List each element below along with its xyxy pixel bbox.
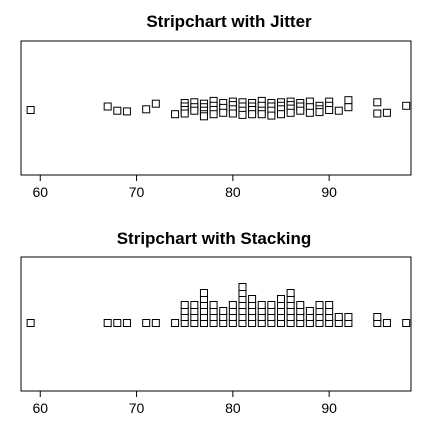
x-ticks: [39, 175, 330, 181]
data-point: [238, 110, 247, 119]
data-point: [248, 110, 257, 119]
data-point: [190, 106, 199, 115]
x-tick-label: 90: [321, 400, 337, 416]
data-point: [267, 301, 276, 309]
data-point: [26, 106, 35, 114]
data-point: [267, 111, 276, 120]
data-point: [257, 110, 266, 119]
data-point: [334, 106, 343, 115]
x-axis: 60 70 80 90: [32, 390, 337, 416]
panel-stacking: Stripchart with Stacking 60 70 80 90: [20, 229, 412, 416]
panel-jitter: Stripchart with Jitter 60 70 80 90: [20, 12, 412, 200]
data-points: [26, 96, 411, 121]
data-points: [26, 283, 411, 327]
x-tick-label: 90: [321, 184, 337, 200]
data-point: [190, 301, 199, 309]
data-point: [103, 102, 112, 111]
chart-title: Stripchart with Stacking: [117, 229, 312, 248]
data-point: [296, 106, 305, 115]
data-point: [171, 110, 180, 119]
data-point: [286, 108, 295, 117]
x-tick-labels: 60 70 80 90: [32, 400, 337, 416]
data-point: [305, 108, 314, 117]
x-tick-label: 70: [129, 184, 145, 200]
data-point: [277, 110, 285, 119]
data-point: [228, 109, 237, 118]
chart-title: Stripchart with Jitter: [146, 12, 312, 31]
data-point: [334, 313, 343, 321]
data-point: [325, 301, 334, 309]
data-point: [373, 109, 382, 118]
data-point: [142, 319, 151, 327]
data-point: [248, 295, 257, 303]
data-point: [238, 283, 247, 291]
data-point: [315, 108, 324, 117]
x-axis: 60 70 80 90: [32, 174, 337, 200]
data-point: [199, 289, 208, 297]
data-point: [402, 319, 411, 327]
data-point: [122, 319, 131, 327]
data-point: [122, 107, 131, 116]
data-point: [113, 106, 122, 115]
data-point: [180, 109, 189, 118]
x-tick-labels: 60 70 80 90: [32, 184, 337, 200]
data-point: [103, 319, 112, 327]
data-point: [209, 110, 218, 119]
data-point: [382, 108, 391, 117]
data-point: [113, 319, 122, 327]
data-point: [171, 319, 180, 327]
data-point: [296, 301, 305, 309]
data-point: [257, 301, 266, 309]
data-point: [209, 301, 218, 309]
data-point: [180, 301, 189, 309]
data-point: [228, 301, 237, 309]
data-point: [219, 307, 228, 315]
data-point: [277, 295, 285, 303]
data-point: [26, 319, 35, 327]
data-point: [151, 99, 160, 108]
x-tick-label: 60: [32, 400, 48, 416]
data-point: [344, 103, 353, 112]
data-point: [219, 108, 228, 117]
data-point: [344, 96, 353, 105]
x-tick-label: 60: [32, 184, 48, 200]
data-point: [286, 289, 295, 297]
data-point: [344, 313, 353, 321]
data-point: [373, 313, 382, 321]
data-point: [315, 301, 324, 309]
data-point: [142, 105, 151, 114]
x-ticks: [39, 391, 330, 397]
data-point: [151, 319, 160, 327]
data-point: [199, 112, 208, 121]
x-tick-label: 80: [225, 184, 241, 200]
data-point: [402, 101, 411, 110]
data-point: [373, 98, 382, 107]
data-point: [305, 307, 314, 315]
data-point: [382, 319, 391, 327]
x-tick-label: 70: [129, 400, 145, 416]
data-point: [325, 106, 334, 114]
x-tick-label: 80: [225, 400, 241, 416]
